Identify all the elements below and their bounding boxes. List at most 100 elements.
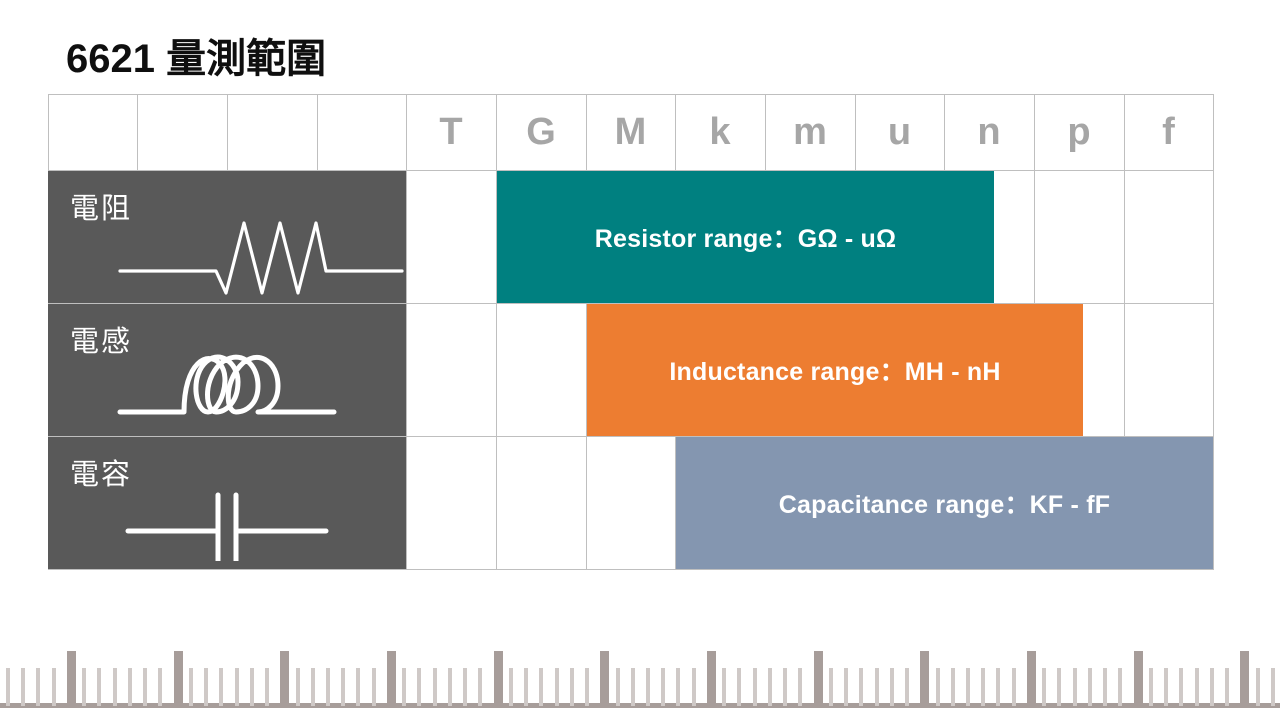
ruler-tick-minor bbox=[1179, 668, 1184, 706]
ruler-tick-minor bbox=[463, 668, 468, 706]
ruler-tick-minor bbox=[539, 668, 544, 706]
ruler-tick-minor bbox=[97, 668, 102, 706]
ruler-tick-minor bbox=[1225, 668, 1230, 706]
grid-line-horizontal bbox=[48, 569, 1214, 570]
ruler-tick-minor bbox=[82, 668, 87, 706]
grid-line-vertical bbox=[586, 94, 587, 570]
ruler-tick-minor bbox=[1148, 668, 1153, 706]
ruler-tick-minor bbox=[661, 668, 666, 706]
ruler-tick-minor bbox=[1072, 668, 1077, 706]
ruler-tick-major bbox=[813, 651, 823, 706]
ruler-tick-minor bbox=[234, 668, 239, 706]
ruler-tick-minor bbox=[1118, 668, 1123, 706]
ruler-tick-minor bbox=[585, 668, 590, 706]
ruler-tick-minor bbox=[630, 668, 635, 706]
ruler-tick-major bbox=[173, 651, 183, 706]
ruler-tick-minor bbox=[524, 668, 529, 706]
range-text-resistor: Resistor range：GΩ - uΩ bbox=[594, 225, 897, 253]
header-cell-f: f bbox=[1162, 111, 1175, 153]
ruler-tick-minor bbox=[249, 668, 254, 706]
range-bar-inductance: Inductance range：MH - nH bbox=[587, 304, 1083, 436]
ruler-tick-minor bbox=[158, 668, 163, 706]
grid-line-vertical bbox=[1213, 94, 1214, 570]
header-cell-m: m bbox=[793, 111, 827, 153]
ruler-tick-minor bbox=[371, 668, 376, 706]
ruler-tick-minor bbox=[1194, 668, 1199, 706]
ruler-tick-major bbox=[920, 651, 930, 706]
row-label-capacitance: 電容 bbox=[70, 459, 133, 491]
ruler-tick-minor bbox=[874, 668, 879, 706]
grid-line-vertical bbox=[1124, 94, 1125, 570]
ruler-tick-minor bbox=[143, 668, 148, 706]
header-cell-p: p bbox=[1067, 111, 1091, 153]
ruler-tick-major bbox=[706, 651, 716, 706]
ruler-tick-minor bbox=[204, 668, 209, 706]
ruler-tick-minor bbox=[1057, 668, 1062, 706]
ruler-tick-minor bbox=[356, 668, 361, 706]
header-cell-M: M bbox=[614, 111, 647, 153]
ruler-tick-minor bbox=[996, 668, 1001, 706]
capacitor-symbol bbox=[48, 475, 406, 561]
grid-line-horizontal bbox=[48, 170, 1214, 171]
ruler-tick-minor bbox=[417, 668, 422, 706]
ruler-tick-major bbox=[66, 651, 76, 706]
ruler-tick-minor bbox=[950, 668, 955, 706]
ruler-decoration bbox=[0, 650, 1280, 720]
ruler-tick-minor bbox=[478, 668, 483, 706]
ruler-tick-minor bbox=[569, 668, 574, 706]
ruler-tick-minor bbox=[188, 668, 193, 706]
ruler-tick-minor bbox=[1042, 668, 1047, 706]
ruler-tick-minor bbox=[219, 668, 224, 706]
inductor-symbol bbox=[48, 342, 406, 428]
ruler-tick-minor bbox=[905, 668, 910, 706]
ruler-tick-minor bbox=[1209, 668, 1214, 706]
row-label-block-inductance: 電感 bbox=[48, 304, 406, 436]
ruler-tick-minor bbox=[646, 668, 650, 706]
ruler-tick-minor bbox=[798, 668, 803, 706]
ruler-tick-minor bbox=[1087, 668, 1092, 706]
range-text-inductance: Inductance range：MH - nH bbox=[669, 358, 1001, 386]
measurement-range-table: T G M k m u n p f 電阻 Resistor range：GΩ -… bbox=[48, 94, 1214, 570]
ruler-tick-minor bbox=[981, 668, 986, 706]
ruler-tick-minor bbox=[767, 668, 772, 706]
ruler-tick-minor bbox=[36, 668, 41, 706]
resistor-symbol bbox=[48, 209, 406, 295]
ruler-tick-minor bbox=[341, 668, 346, 706]
ruler-tick-minor bbox=[310, 668, 315, 706]
ruler-tick-minor bbox=[889, 668, 894, 706]
ruler-tick-minor bbox=[6, 668, 10, 706]
row-label-resistor: 電阻 bbox=[70, 193, 133, 225]
header-cell-G: G bbox=[526, 111, 556, 153]
ruler-tick-minor bbox=[1164, 668, 1169, 706]
ruler-tick-minor bbox=[402, 668, 407, 706]
ruler-tick-minor bbox=[966, 668, 970, 706]
ruler-tick-minor bbox=[859, 668, 864, 706]
ruler-tick-minor bbox=[783, 668, 788, 706]
ruler-tick-minor bbox=[737, 668, 742, 706]
row-label-block-capacitance: 電容 bbox=[48, 437, 406, 569]
ruler-tick-minor bbox=[828, 668, 833, 706]
ruler-tick-minor bbox=[432, 668, 437, 706]
ruler-tick-major bbox=[386, 651, 396, 706]
ruler-tick-major bbox=[280, 651, 290, 706]
header-cell-u: u bbox=[887, 111, 912, 153]
ruler-tick-minor bbox=[615, 668, 620, 706]
page-title: 6621 量測範圍 bbox=[66, 37, 327, 81]
grid-line-horizontal bbox=[48, 303, 1214, 304]
ruler-tick-minor bbox=[295, 668, 300, 706]
ruler-tick-minor bbox=[554, 668, 559, 706]
ruler-tick-minor bbox=[691, 668, 696, 706]
range-bar-resistor: Resistor range：GΩ - uΩ bbox=[497, 171, 994, 303]
ruler-tick-minor bbox=[326, 668, 330, 706]
ruler-tick-minor bbox=[21, 668, 26, 706]
ruler-baseline bbox=[0, 703, 1280, 708]
grid-line-vertical bbox=[406, 94, 407, 570]
ruler-tick-minor bbox=[51, 668, 56, 706]
ruler-tick-major bbox=[493, 651, 503, 706]
ruler-tick-minor bbox=[752, 668, 757, 706]
row-label-inductance: 電感 bbox=[70, 326, 133, 358]
ruler-tick-major bbox=[1240, 651, 1250, 706]
ruler-tick-minor bbox=[844, 668, 849, 706]
ruler-tick-minor bbox=[1270, 668, 1275, 706]
ruler-tick-major bbox=[600, 651, 610, 706]
